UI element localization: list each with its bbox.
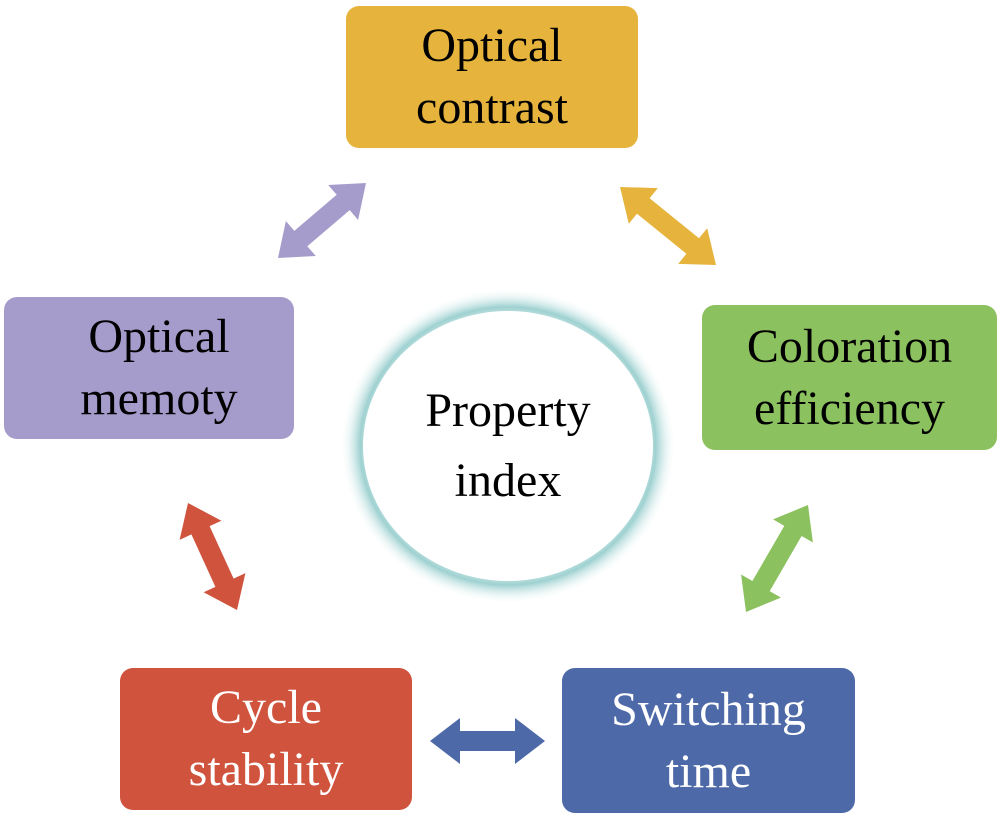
node-label-line: efficiency — [754, 381, 945, 435]
double-arrow-0 — [620, 187, 716, 265]
node-optical-memoty: Optical memoty — [4, 297, 294, 439]
center-line-1: Property — [425, 384, 591, 437]
node-label-line: contrast — [416, 81, 568, 134]
node-label-line: Coloration — [746, 319, 953, 373]
double-arrow-4 — [278, 183, 366, 258]
node-label-line: stability — [188, 743, 344, 796]
node-switching-time: Switching time — [562, 668, 855, 813]
double-arrow-2 — [430, 718, 545, 764]
node-label-line: Optical — [88, 310, 230, 363]
node-optical-contrast: Optical contrast — [346, 6, 638, 148]
node-coloration-efficiency: Coloration efficiency — [702, 305, 997, 450]
node-label-line: Optical — [421, 19, 563, 72]
node-label-line: Switching — [611, 682, 806, 736]
node-cycle-stability: Cycle stability — [120, 668, 412, 810]
center-line-2: index — [454, 454, 562, 507]
node-label-line: time — [665, 744, 752, 798]
node-label-line: memoty — [80, 372, 238, 425]
double-arrow-3 — [179, 503, 246, 610]
center-property-index: Property index — [363, 311, 653, 581]
double-arrow-1 — [741, 505, 813, 612]
node-label-line: Cycle — [210, 681, 322, 734]
